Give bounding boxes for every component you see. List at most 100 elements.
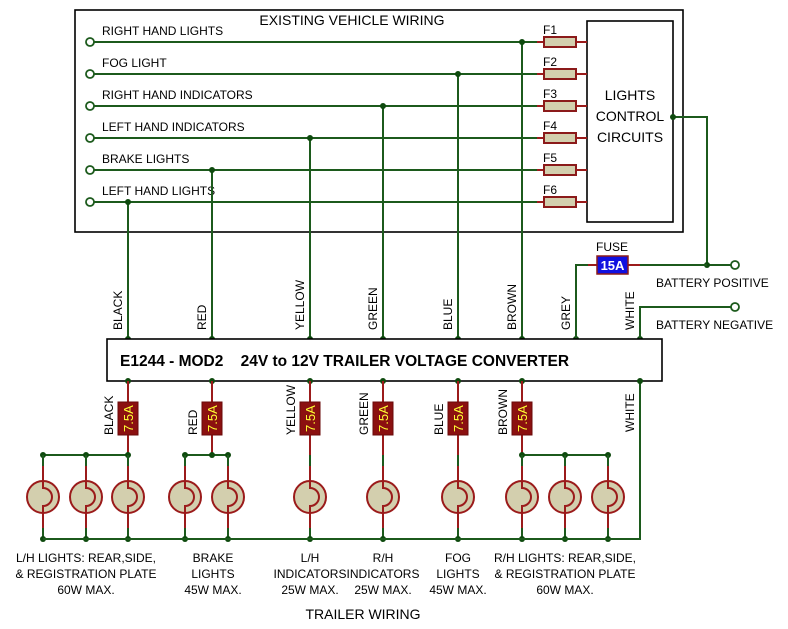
- junction-dot: [455, 71, 461, 77]
- trailer-label-line: & REGISTRATION PLATE: [495, 567, 636, 581]
- circuit-fuse-label: F5: [543, 151, 557, 165]
- junction-dot: [637, 378, 643, 384]
- bulb-filament: [607, 481, 618, 513]
- output-wire-color-label: GREEN: [357, 392, 371, 435]
- battery-positive-terminal[interactable]: [730, 260, 740, 270]
- lights-control-box: [586, 20, 674, 223]
- battery-positive-label: BATTERY POSITIVE: [656, 276, 769, 290]
- circuit-terminal[interactable]: [85, 133, 95, 143]
- circuit-label: FOG LIGHT: [102, 56, 167, 70]
- circuit-fuse: [543, 164, 577, 176]
- trailer-label-line: FOG: [445, 551, 471, 565]
- converter-input-wire: GREEN: [366, 103, 386, 342]
- converter-input-wire: YELLOW: [293, 135, 313, 342]
- circuit-terminal[interactable]: [85, 69, 95, 79]
- converter-input-wire: BLACK: [111, 199, 131, 342]
- control-box-line-1: LIGHTS: [605, 87, 656, 103]
- vehicle-wiring-section: EXISTING VEHICLE WIRING LIGHTS CONTROL C…: [74, 9, 684, 233]
- trailer-label-line: LIGHTS: [191, 567, 234, 581]
- control-to-battery-wire: [673, 116, 731, 266]
- input-wire-color-label: GREEN: [366, 287, 380, 330]
- bulb-filament: [184, 481, 195, 513]
- output-wire-color-label: YELLOW: [284, 384, 298, 435]
- converter-title: E1244 - MOD2 24V to 12V TRAILER VOLTAGE …: [120, 353, 569, 370]
- bulb-filament: [227, 481, 238, 513]
- trailer-bulb: [111, 455, 145, 542]
- circuit-label: BRAKE LIGHTS: [102, 152, 189, 166]
- circuit-terminal[interactable]: [85, 165, 95, 175]
- input-wire-color-label: BROWN: [505, 284, 519, 330]
- battery-section: 15A FUSE BATTERY POSITIVE BATTERY NEGATI…: [575, 114, 773, 339]
- battery-negative-terminal[interactable]: [730, 302, 740, 312]
- bulb-filament: [564, 481, 575, 513]
- trailer-bulb: [366, 455, 400, 542]
- trailer-bulb: [441, 455, 475, 542]
- junction-dot: [209, 452, 215, 458]
- input-wire-color-label: YELLOW: [293, 279, 307, 330]
- circuit-label: LEFT HAND INDICATORS: [102, 120, 245, 134]
- vehicle-wiring-title: EXISTING VEHICLE WIRING: [259, 12, 444, 28]
- converter-box: [106, 338, 663, 382]
- output-fuse: [201, 401, 223, 436]
- main-fuse-rating: 15A: [601, 258, 625, 273]
- circuit-fuse: [543, 132, 577, 144]
- circuit-fuse-label: F2: [543, 55, 557, 69]
- trailer-label-line: 25W MAX.: [354, 583, 411, 597]
- output-fuse: [447, 401, 469, 436]
- input-wire-color-label: BLACK: [111, 291, 125, 330]
- circuit-fuse-label: F6: [543, 183, 557, 197]
- output-fuse: [511, 401, 533, 436]
- circuit-terminal[interactable]: [85, 197, 95, 207]
- trailer-label-line: L/H LIGHTS: REAR,SIDE,: [16, 551, 156, 565]
- junction-dot: [380, 103, 386, 109]
- vehicle-circuit: BRAKE LIGHTS F5: [85, 151, 587, 176]
- trailer-bulb: [69, 455, 103, 542]
- input-wire-color-label: WHITE: [623, 291, 637, 330]
- converter-section: E1244 - MOD2 24V to 12V TRAILER VOLTAGE …: [106, 338, 663, 382]
- trailer-label-line: & REGISTRATION PLATE: [16, 567, 157, 581]
- circuit-terminal[interactable]: [85, 101, 95, 111]
- output-fuse-rating: 7.5A: [376, 405, 391, 432]
- white-ground-wire: [43, 381, 641, 540]
- trailer-bulb: [505, 455, 539, 542]
- junction-dot: [209, 167, 215, 173]
- circuit-fuse: [543, 36, 577, 48]
- circuit-fuse: [543, 100, 577, 112]
- circuit-label: RIGHT HAND LIGHTS: [102, 24, 223, 38]
- trailer-bulb: [293, 455, 327, 542]
- output-wire-color-label: BLACK: [102, 396, 116, 435]
- junction-dot: [307, 135, 313, 141]
- input-wire-color-label: BLUE: [441, 299, 455, 330]
- vehicle-wiring-frame: [74, 9, 684, 233]
- vehicle-circuit: FOG LIGHT F2: [85, 55, 587, 80]
- bulb-filament: [457, 481, 468, 513]
- junction-dot: [519, 39, 525, 45]
- trailer-wiring-title: TRAILER WIRING: [305, 606, 420, 622]
- output-wire-color-label: RED: [186, 409, 200, 435]
- output-fuse: [372, 401, 394, 436]
- trailer-label-line: L/H: [301, 551, 320, 565]
- trailer-label-line: 45W MAX.: [184, 583, 241, 597]
- circuit-fuse-label: F1: [543, 23, 557, 37]
- output-wire-color-label: BLUE: [432, 404, 446, 435]
- trailer-label-line: 60W MAX.: [57, 583, 114, 597]
- control-box-line-3: CIRCUITS: [597, 129, 663, 145]
- circuit-label: RIGHT HAND INDICATORS: [102, 88, 253, 102]
- battery-negative-label: BATTERY NEGATIVE: [656, 318, 773, 332]
- bulb-filament: [521, 481, 532, 513]
- output-wire-color-label: BROWN: [496, 389, 510, 435]
- output-wire-color-label: WHITE: [623, 393, 637, 432]
- circuit-terminal[interactable]: [85, 37, 95, 47]
- trailer-label-line: LIGHTS: [436, 567, 479, 581]
- bulb-filament: [85, 481, 96, 513]
